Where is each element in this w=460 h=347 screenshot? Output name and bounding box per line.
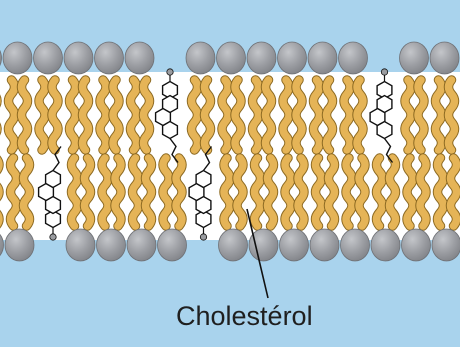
phospholipid-head: [341, 229, 370, 261]
phospholipid-head: [308, 42, 337, 74]
phospholipid-head: [64, 42, 93, 74]
phospholipid-head: [127, 229, 156, 261]
hydroxyl-group: [200, 234, 206, 240]
phospholipid-head: [97, 229, 126, 261]
phospholipid-head: [247, 42, 276, 74]
cholesterol-label: Cholestérol: [176, 301, 313, 331]
hydroxyl-group: [50, 234, 56, 240]
phospholipid-head: [158, 229, 187, 261]
steroid-ring: [196, 171, 211, 188]
phospholipid-head: [400, 42, 429, 74]
phospholipid-head: [3, 42, 32, 74]
phospholipid-head: [5, 229, 34, 261]
phospholipid-head: [217, 42, 246, 74]
phospholipid-head: [34, 42, 63, 74]
hydroxyl-group: [381, 69, 387, 75]
steroid-ring: [377, 122, 392, 139]
phospholipid-head: [280, 229, 309, 261]
phospholipid-head: [310, 229, 339, 261]
phospholipid-head: [278, 42, 307, 74]
phospholipid-head: [219, 229, 248, 261]
phospholipid-head: [95, 42, 124, 74]
phospholipid-head: [371, 229, 400, 261]
phospholipid-head: [432, 229, 460, 261]
phospholipid-head: [402, 229, 431, 261]
phospholipid-head: [186, 42, 215, 74]
phospholipid-head: [430, 42, 459, 74]
steroid-ring: [163, 122, 178, 139]
phospholipid-head: [339, 42, 368, 74]
phospholipid-head: [66, 229, 95, 261]
steroid-ring: [46, 171, 61, 188]
hydroxyl-group: [167, 69, 173, 75]
phospholipid-head: [125, 42, 154, 74]
cholesterol-callout: Cholestérol: [176, 298, 386, 334]
